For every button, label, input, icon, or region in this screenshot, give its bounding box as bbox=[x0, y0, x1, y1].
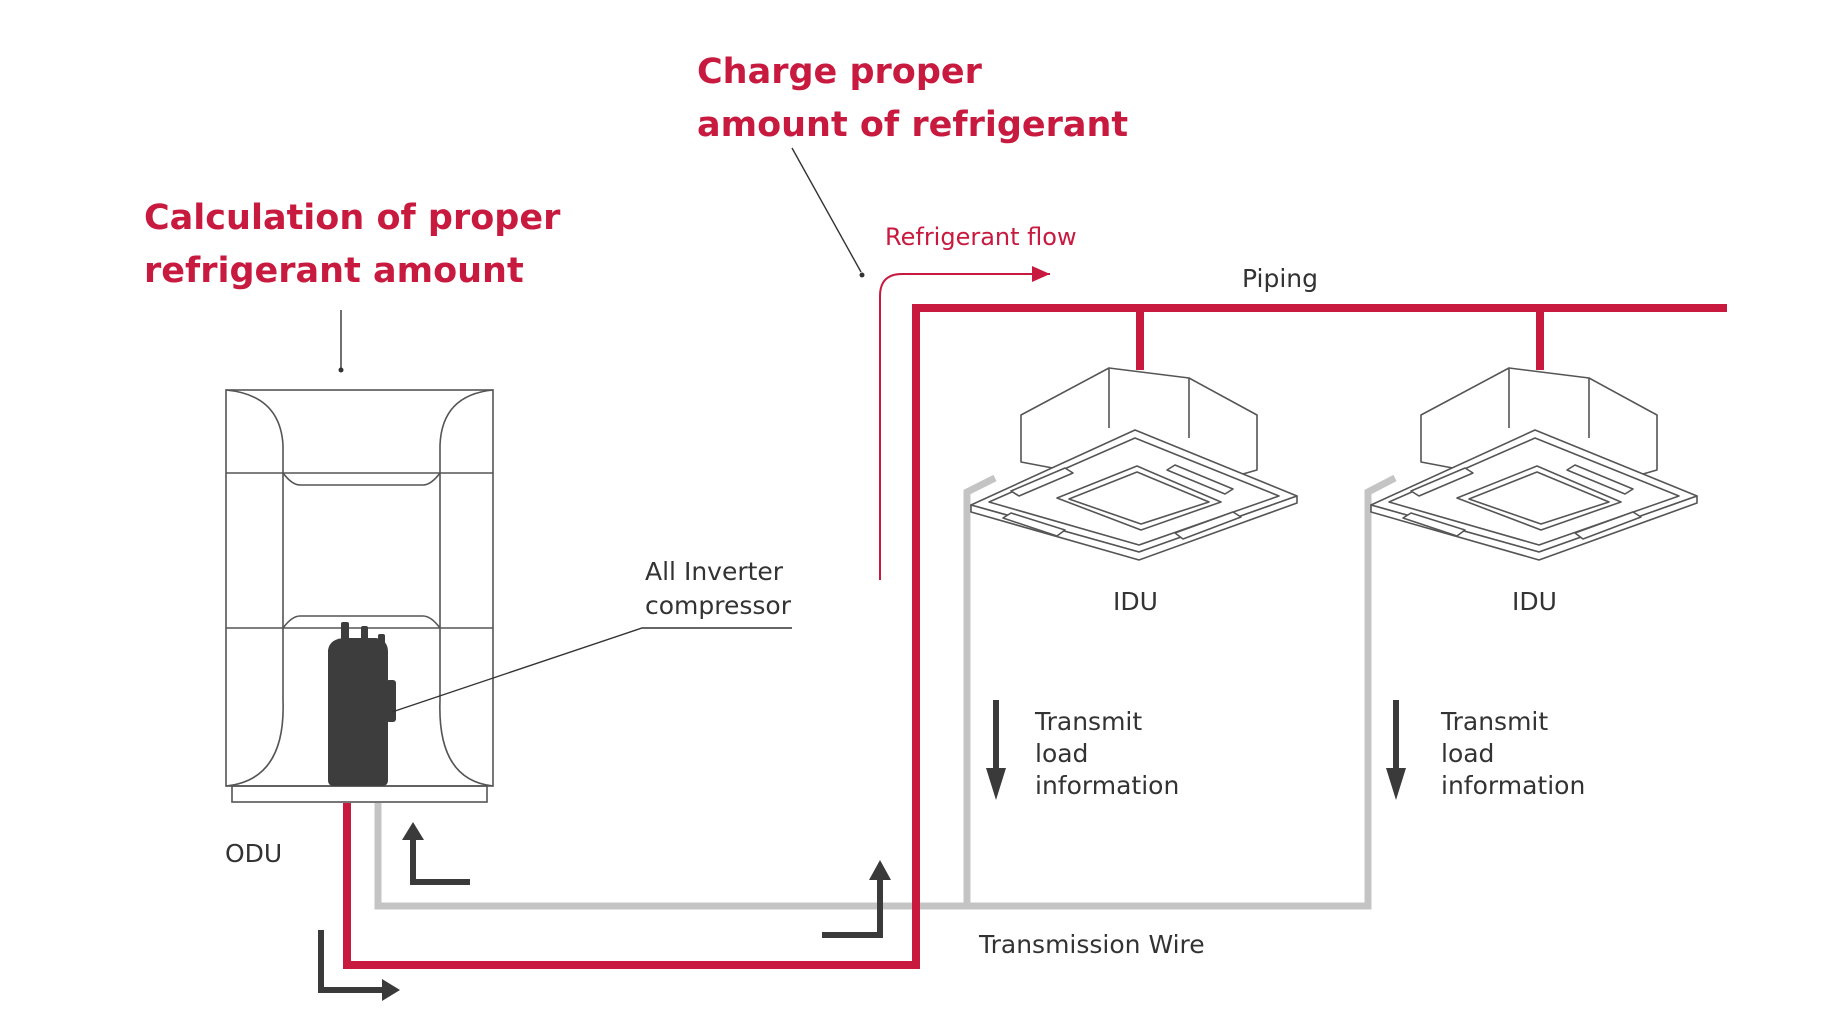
piping bbox=[343, 304, 1727, 969]
calculation-title-line2: refrigerant amount bbox=[144, 251, 524, 291]
charge-title-leader-dot bbox=[859, 272, 865, 278]
elbow-up-arrow-icon bbox=[822, 860, 891, 938]
transmission-wire bbox=[374, 474, 1397, 910]
charge-title-line1: Charge proper bbox=[697, 52, 983, 92]
transmit-right-label: Transmit load information bbox=[1440, 707, 1585, 800]
idu-right-label: IDU bbox=[1512, 587, 1557, 616]
calculation-title-line1: Calculation of proper bbox=[144, 198, 561, 238]
compressor-leader bbox=[391, 627, 792, 713]
compressor-icon bbox=[328, 622, 396, 786]
piping-label: Piping bbox=[1242, 264, 1318, 293]
calculation-title-leader-dot bbox=[338, 367, 344, 373]
down-arrow-icon bbox=[986, 700, 1006, 800]
calculation-title: Calculation of proper refrigerant amount bbox=[144, 198, 573, 291]
charge-title: Charge proper amount of refrigerant bbox=[697, 52, 1128, 145]
down-arrow-icon bbox=[1386, 700, 1406, 800]
refrigerant-flow-arrow bbox=[879, 266, 1050, 580]
compressor-label: All Inverter compressor bbox=[645, 557, 792, 620]
transmit-left-label: Transmit load information bbox=[1034, 707, 1179, 800]
charge-title-leader bbox=[791, 147, 862, 273]
ceiling-cassette-icon bbox=[970, 367, 1298, 561]
refrigerant-flow-label: Refrigerant flow bbox=[885, 223, 1077, 251]
idu-left-label: IDU bbox=[1113, 587, 1158, 616]
transmission-wire-label: Transmission Wire bbox=[978, 930, 1205, 959]
odu-label: ODU bbox=[225, 839, 282, 868]
charge-title-line2: amount of refrigerant bbox=[697, 105, 1128, 145]
ceiling-cassette-icon bbox=[1370, 367, 1698, 561]
elbow-up-arrow-icon bbox=[402, 822, 470, 885]
elbow-right-arrow-icon bbox=[318, 930, 400, 1001]
outdoor-unit-icon bbox=[225, 389, 494, 803]
